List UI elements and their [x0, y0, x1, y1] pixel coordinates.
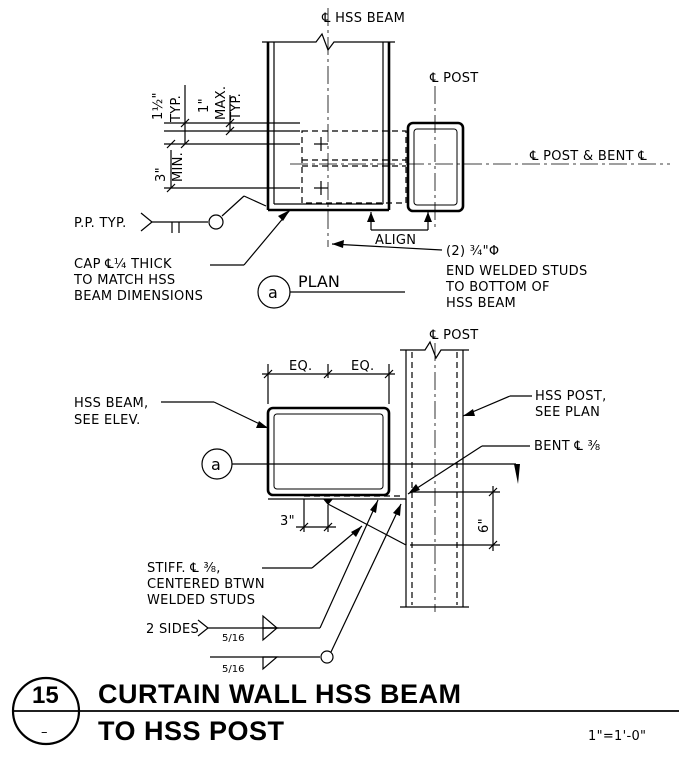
- sheet-ref: –: [41, 725, 48, 740]
- cap-label-2: TO MATCH HSS: [73, 273, 175, 288]
- detail-number: 15: [32, 682, 59, 709]
- elevation-view: ℄ POST EQ. EQ. a: [74, 328, 607, 675]
- post-bent-cl-label: ℄ POST & BENT ℄: [529, 149, 647, 164]
- section-arrow: [514, 464, 520, 484]
- plan-title: PLAN: [298, 272, 340, 291]
- stiffener-leader: [262, 525, 363, 569]
- stiff-label-3: WELDED STUDS: [147, 593, 255, 608]
- dim-6-label: 6": [477, 518, 492, 533]
- stud-2: [314, 181, 328, 195]
- eq-dimensions: [262, 364, 395, 404]
- dim-1-5: 1½": [151, 92, 166, 120]
- dim-3-elev-label: 3": [280, 514, 295, 529]
- beam-label-2: SEE ELEV.: [74, 413, 141, 428]
- post-leader: [462, 395, 532, 417]
- weld-symbol-1: [197, 499, 379, 642]
- post-break-top: [400, 340, 469, 360]
- dim-typ: TYP.: [169, 95, 184, 123]
- weld-size-1: 5/16: [222, 633, 244, 644]
- studs-label-2: END WELDED STUDS: [446, 264, 588, 279]
- studs-label-4: HSS BEAM: [446, 296, 516, 311]
- dim-3-elev: [296, 499, 336, 532]
- dim-max: MAX.: [214, 86, 229, 120]
- studs-label-1: (2) ¾"Φ: [446, 244, 499, 259]
- break-line: [262, 32, 395, 52]
- studs-label-3: TO BOTTOM OF: [445, 280, 550, 295]
- title-line-2: TO HSS POST: [98, 716, 285, 746]
- weld-size-2: 5/16: [222, 664, 244, 675]
- align-arrows: [367, 212, 432, 231]
- beam-leader: [161, 401, 269, 429]
- bent-label: BENT ℄ ⅜: [534, 439, 601, 454]
- eq-label-1: EQ.: [289, 359, 312, 374]
- cap-label-3: BEAM DIMENSIONS: [74, 289, 203, 304]
- eq-label-2: EQ.: [351, 359, 374, 374]
- post-plan-outer: [406, 121, 465, 213]
- stiff-label-1: STIFF. ℄ ⅜,: [147, 561, 221, 576]
- pp-weld-symbol: [140, 195, 267, 233]
- studs-leader: [331, 240, 443, 251]
- post-label-1: HSS POST,: [535, 389, 607, 404]
- hss-beam-cl-label: ℄ HSS BEAM: [321, 11, 405, 26]
- dim-typ-2: TYP.: [229, 93, 244, 121]
- post-label-2: SEE PLAN: [535, 405, 600, 420]
- cap-leader: [210, 209, 291, 266]
- weld-symbol-2: [210, 503, 402, 671]
- stiff-label-2: CENTERED BTWN: [147, 577, 265, 592]
- stud-1: [314, 137, 328, 151]
- dim-min: MIN.: [171, 152, 186, 182]
- post-elev-cl-label: ℄ POST: [429, 328, 479, 343]
- dim-6: [410, 486, 500, 551]
- two-sides-label: 2 SIDES: [146, 622, 199, 637]
- title-block: 15 – CURTAIN WALL HSS BEAM TO HSS POST 1…: [11, 676, 679, 746]
- plan-marker: a: [268, 283, 278, 302]
- left-dimensions: [164, 85, 300, 193]
- pp-typ-label: P.P. TYP.: [74, 216, 127, 231]
- title-line-1: CURTAIN WALL HSS BEAM: [98, 679, 462, 709]
- plan-view: ℄ HSS BEAM ℄ POST ℄ POST & BENT ℄ 1½" TY…: [73, 8, 670, 311]
- align-label: ALIGN: [375, 233, 416, 248]
- beam-label-1: HSS BEAM,: [74, 396, 149, 411]
- scale-label: 1"=1'-0": [588, 729, 646, 744]
- weld-mark: [323, 499, 333, 505]
- section-marker: a: [211, 455, 221, 474]
- cap-label-1: CAP ℄¼ THICK: [74, 257, 172, 272]
- post-cl-label: ℄ POST: [429, 71, 479, 86]
- beam-section-outer: [266, 406, 391, 497]
- hidden-bent-plate: [301, 130, 407, 204]
- dim-1: 1": [197, 98, 212, 113]
- dim-3: 3": [154, 167, 169, 182]
- bent-leader: [407, 445, 530, 495]
